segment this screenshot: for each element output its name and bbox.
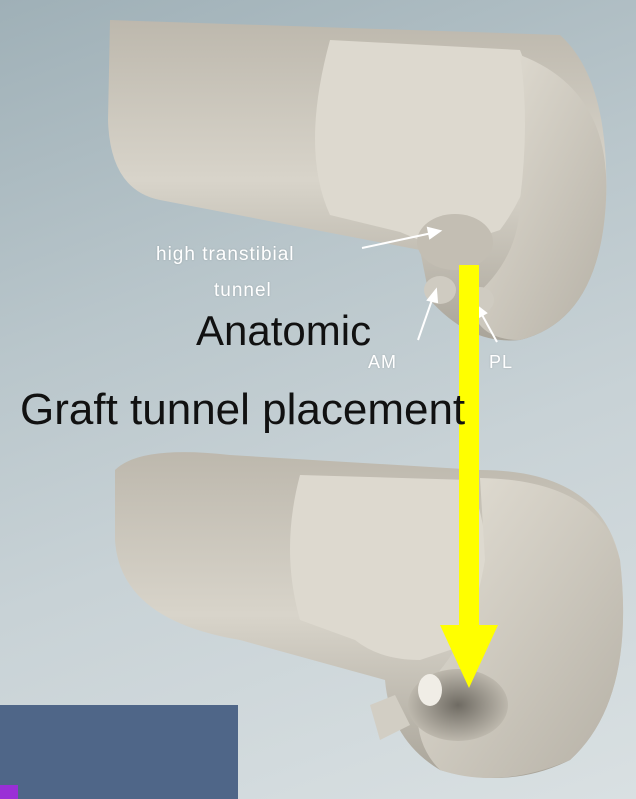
corner-panel	[0, 705, 238, 799]
tunnel-label: tunnel	[214, 280, 272, 302]
title-line-1: Anatomic	[196, 307, 371, 355]
high-transtibial-label: high transtibial	[156, 244, 295, 266]
top-femur	[108, 20, 606, 341]
corner-mark	[0, 785, 18, 799]
am-label: AM	[368, 352, 397, 373]
title-line-2: Graft tunnel placement	[20, 385, 465, 435]
pl-label: PL	[489, 352, 513, 373]
